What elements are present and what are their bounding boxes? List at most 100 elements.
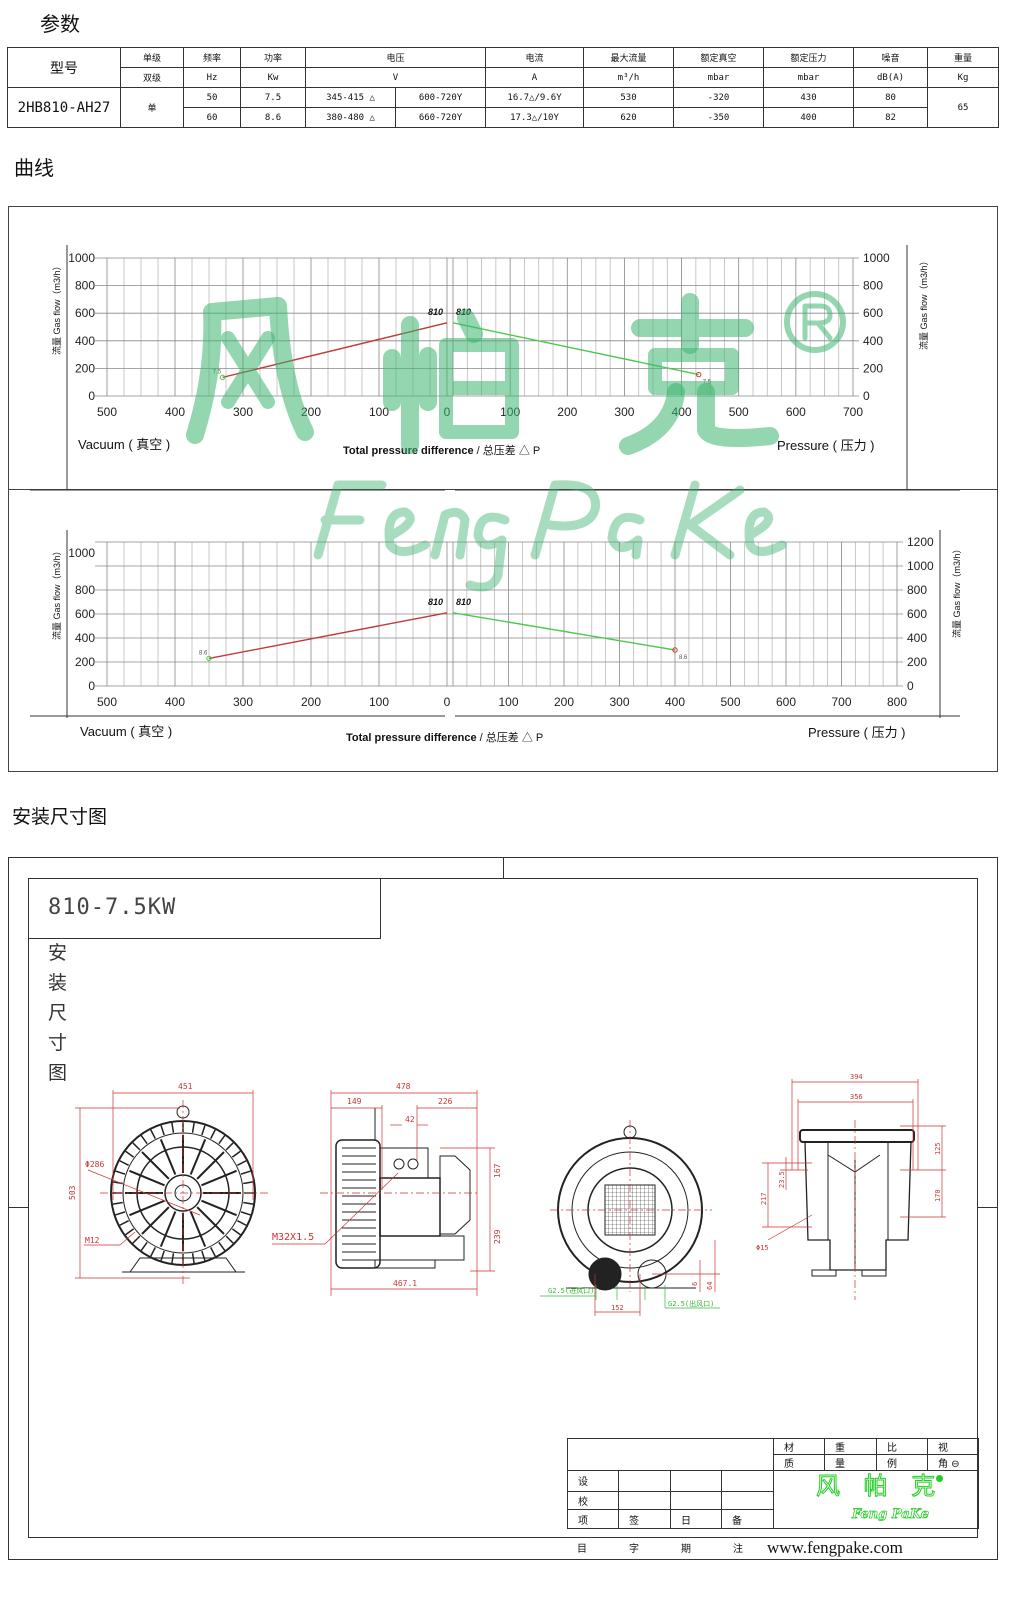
fan-spoke bbox=[159, 1211, 177, 1247]
series-label-vacuum: 810 bbox=[428, 597, 443, 607]
title-block-blank bbox=[567, 1438, 774, 1471]
series-line-pressure bbox=[452, 612, 676, 651]
drawing-inner-frame bbox=[28, 878, 978, 1538]
y-tick-label-left: 200 bbox=[75, 655, 95, 669]
dim-phi286: Φ286 bbox=[85, 1160, 104, 1169]
dim-125: 125 bbox=[934, 1142, 942, 1155]
fan-spoke bbox=[141, 1151, 170, 1180]
x-tick-label-pressure: 100 bbox=[500, 405, 520, 419]
fan-spoke bbox=[189, 1211, 207, 1247]
dim-478: 478 bbox=[396, 1082, 411, 1091]
y-tick-label-right: 200 bbox=[907, 655, 927, 669]
y-tick-label-right: 0 bbox=[907, 679, 914, 693]
fan-fin bbox=[210, 1129, 216, 1139]
fan-fin bbox=[231, 1228, 241, 1236]
drawing-vertical-title: 安装尺寸图 bbox=[48, 942, 68, 1084]
fan-fin bbox=[132, 1235, 141, 1244]
y-tick-label-left: 400 bbox=[75, 334, 95, 348]
y-tick-label-right: 600 bbox=[907, 607, 927, 621]
fan-fin bbox=[210, 1247, 216, 1257]
dim-23-5: 23.5 bbox=[778, 1171, 786, 1188]
tb-cell: 质 bbox=[773, 1454, 825, 1471]
x-tick-label-vacuum: 0 bbox=[444, 405, 451, 419]
xlabel-bold: Total pressure difference bbox=[343, 445, 474, 457]
website-link[interactable]: www.fengpake.com bbox=[767, 1538, 903, 1557]
fan-fin bbox=[125, 1150, 135, 1158]
fan-fin bbox=[115, 1170, 126, 1175]
series-line-vacuum bbox=[208, 612, 448, 660]
series-endpoint-vacuum bbox=[206, 655, 212, 662]
fan-fin bbox=[160, 1125, 165, 1136]
dim-226: 226 bbox=[438, 1097, 453, 1106]
noise-cell: 82 bbox=[853, 107, 929, 128]
fan-fin bbox=[160, 1250, 165, 1261]
dim-149: 149 bbox=[347, 1097, 362, 1106]
tb-cell: 例 bbox=[876, 1454, 928, 1471]
fan-fin bbox=[243, 1201, 254, 1205]
table-row: 60 8.6 380-480 △ 660-720Y 17.3△/10Y 620 … bbox=[8, 107, 999, 128]
fan-fin bbox=[171, 1122, 175, 1133]
tb-cell: 项 bbox=[567, 1509, 619, 1529]
dim-167: 167 bbox=[493, 1163, 502, 1178]
fan-fin bbox=[237, 1160, 247, 1166]
dim-239: 239 bbox=[493, 1229, 502, 1244]
dim-394: 394 bbox=[850, 1073, 863, 1081]
y-tick-label-right: 400 bbox=[863, 334, 883, 348]
tb-cell: 设 bbox=[567, 1470, 619, 1492]
front-view-dimensions bbox=[75, 1090, 268, 1285]
title-block-logo: 风 帕 克 Feng PaKe bbox=[773, 1470, 979, 1529]
fan-spoke bbox=[201, 1199, 237, 1217]
spec-table: 型号 单级 频率 功率 电压 电流 最大流量 额定真空 额定压力 噪音 重量 双… bbox=[7, 47, 1000, 128]
fan-fin bbox=[218, 1241, 226, 1251]
series-label-pressure: 810 bbox=[456, 597, 471, 607]
x-tick-label-vacuum: 400 bbox=[165, 405, 185, 419]
fan-fin bbox=[115, 1211, 126, 1216]
dim-356: 356 bbox=[850, 1093, 863, 1101]
tb-cell: 日 bbox=[670, 1509, 722, 1529]
fan-fin bbox=[218, 1135, 226, 1145]
x-tick-label-pressure: 700 bbox=[831, 695, 851, 709]
x-tick-label-pressure: 800 bbox=[887, 695, 907, 709]
x-tick-label-pressure: 600 bbox=[776, 695, 796, 709]
side-view-drawing bbox=[335, 1108, 471, 1269]
fan-spoke bbox=[129, 1169, 165, 1187]
top-view-dimensions bbox=[762, 1079, 946, 1300]
dim-m12: M12 bbox=[85, 1236, 100, 1245]
y-tick-label-left: 0 bbox=[88, 389, 95, 403]
chart2-xlabel: Total pressure difference / 总压差 △ P bbox=[346, 729, 543, 745]
fan-fin bbox=[191, 1122, 195, 1133]
fan-fin bbox=[132, 1142, 141, 1151]
x-tick-label-pressure: 500 bbox=[729, 405, 749, 419]
drawing-title: 810-7.5KW bbox=[48, 895, 177, 920]
series-label-vacuum: 810 bbox=[428, 307, 443, 317]
section-title-install: 安装尺寸图 bbox=[12, 806, 108, 828]
fan-fin bbox=[240, 1211, 251, 1216]
x-tick-label-vacuum: 200 bbox=[301, 695, 321, 709]
dim-152: 152 bbox=[611, 1304, 624, 1312]
fan-fin bbox=[150, 1129, 156, 1139]
dim-217: 217 bbox=[760, 1192, 768, 1205]
chart-2: 0200400600800100002004006008001000120050… bbox=[30, 530, 960, 718]
rear-view-port-dimensions bbox=[540, 1285, 720, 1309]
max-flow-cell: 620 bbox=[583, 107, 675, 128]
table-unit-row: 双级 Hz Kw V A m³/h mbar mbar dB(A) Kg bbox=[8, 67, 1000, 88]
x-tick-label-pressure: 400 bbox=[672, 405, 692, 419]
footer-cell: 注 bbox=[733, 1544, 743, 1555]
x-tick-label-vacuum: 400 bbox=[165, 695, 185, 709]
fan-fin bbox=[231, 1150, 241, 1158]
x-tick-label-vacuum: 200 bbox=[301, 405, 321, 419]
fan-spoke bbox=[189, 1139, 207, 1175]
top-view-drawing bbox=[799, 1129, 915, 1277]
x-tick-label-pressure: 600 bbox=[786, 405, 806, 419]
section-title-curves: 曲线 bbox=[14, 156, 54, 180]
fan-spoke bbox=[196, 1206, 225, 1235]
fan-fin bbox=[140, 1135, 148, 1145]
x-tick-label-vacuum: 500 bbox=[97, 695, 117, 709]
y-tick-label-right: 400 bbox=[907, 631, 927, 645]
table-row: 2HB810-AH27 单 50 7.5 345-415 △ 600-720Y … bbox=[7, 87, 1000, 128]
x-tick-label-vacuum: 300 bbox=[233, 695, 253, 709]
x-tick-label-vacuum: 100 bbox=[369, 405, 389, 419]
fan-fin bbox=[201, 1250, 206, 1261]
side-view-labels: 478 149 42 226 167 239 467.1 M32X1.5 bbox=[272, 1082, 502, 1288]
